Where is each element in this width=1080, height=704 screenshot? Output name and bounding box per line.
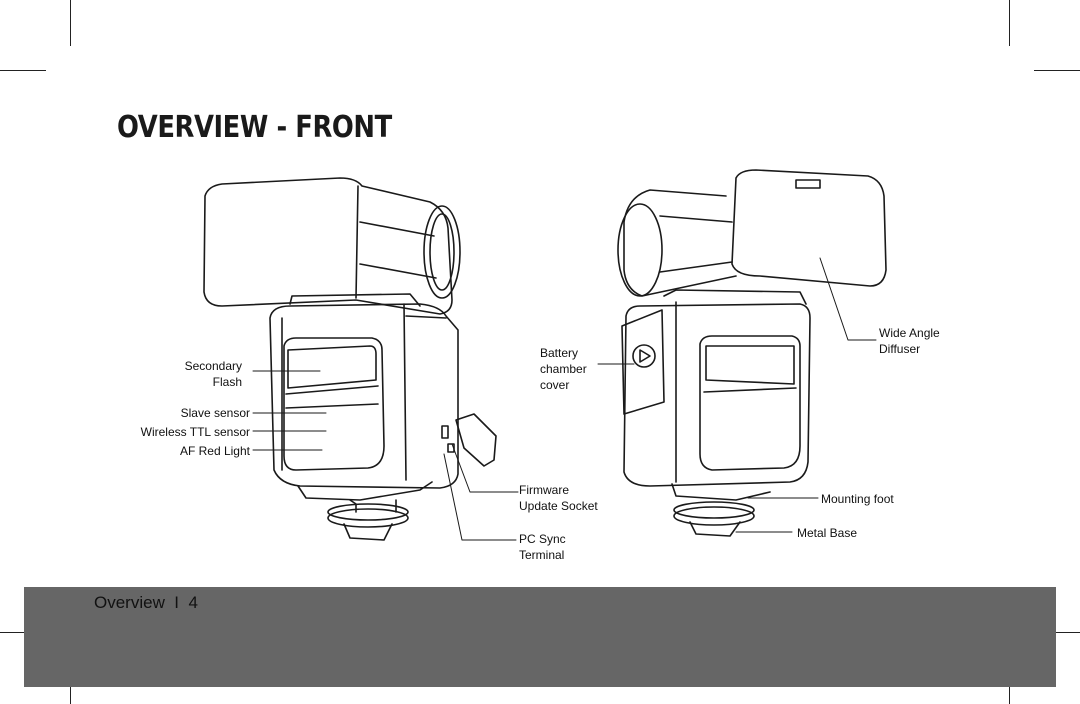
leader-wide-angle: [819, 257, 877, 341]
right-flash-window: [699, 335, 801, 471]
left-flash-body: [269, 303, 459, 489]
crop-mark: [0, 632, 46, 633]
page-footer: Overview I 4: [94, 593, 198, 612]
leader-firmware: [451, 443, 519, 493]
label-secondary-flash: Secondary Flash: [184, 359, 242, 389]
crop-mark: [0, 70, 46, 71]
left-flash-head: [203, 177, 453, 315]
crop-mark: [1034, 632, 1080, 633]
page-title: OVERVIEW - FRONT: [117, 110, 392, 145]
label-metal-base: Metal Base: [797, 526, 858, 540]
leader-pc-sync: [443, 453, 517, 541]
footer-band: [24, 587, 1056, 687]
label-pc-sync-terminal: PC Sync Terminal: [519, 532, 566, 562]
label-battery-chamber-cover: Battery chamber cover: [540, 346, 587, 392]
label-wireless-ttl-sensor: Wireless TTL sensor: [140, 425, 250, 439]
label-slave-sensor: Slave sensor: [180, 406, 250, 420]
label-mounting-foot: Mounting foot: [821, 492, 894, 506]
left-flash-unit: [203, 177, 497, 541]
label-af-red-light: AF Red Light: [179, 444, 250, 458]
crop-mark: [70, 0, 71, 46]
left-flash-window: [283, 337, 385, 471]
right-flash-head: [731, 169, 887, 287]
right-flash-unit: [617, 169, 887, 537]
crop-mark: [1009, 0, 1010, 46]
label-wide-angle-diffuser: Wide Angle Diffuser: [879, 326, 940, 356]
crop-mark: [1034, 70, 1080, 71]
label-firmware-update-socket: Firmware Update Socket: [519, 483, 598, 513]
right-flash-body: [623, 303, 811, 487]
